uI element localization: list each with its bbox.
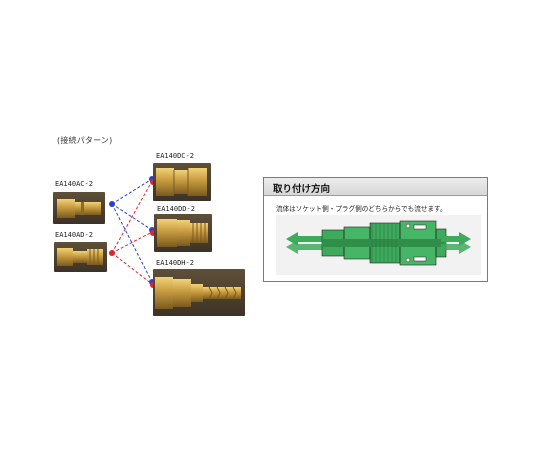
product-code-label: EA140DH-2: [156, 259, 194, 267]
panel-title-bar: 取り付け方向: [264, 178, 487, 196]
panel-title: 取り付け方向: [273, 184, 331, 195]
double-arrow-left-icon: [286, 232, 326, 254]
product-photo-ea140ac: [53, 192, 105, 224]
blue-dot-marker: [109, 201, 115, 207]
panel-description: 流体はソケット側・プラグ側のどちらからでも流せます。: [276, 205, 447, 213]
connection-lines: [109, 176, 156, 288]
product-photo-ea140dh: [153, 269, 245, 316]
product-code-label: EA140DD-2: [157, 205, 195, 213]
double-arrow-right-icon: [441, 232, 471, 254]
product-photo-ea140dc: [153, 163, 211, 201]
product-photo-ea140ad: [54, 242, 107, 272]
installation-direction-panel: 取り付け方向 流体はソケット側・プラグ側のどちらからでも流せます。: [263, 177, 488, 282]
coupler-cross-section-diagram: [276, 215, 481, 275]
product-photo-ea140dd: [154, 214, 212, 252]
product-code-label: EA140AC-2: [55, 180, 93, 188]
product-code-label: EA140DC-2: [156, 152, 194, 160]
connection-pattern-heading: (接続パターン): [57, 136, 113, 145]
red-dot-marker: [109, 250, 115, 256]
product-code-label: EA140AD-2: [55, 231, 93, 239]
